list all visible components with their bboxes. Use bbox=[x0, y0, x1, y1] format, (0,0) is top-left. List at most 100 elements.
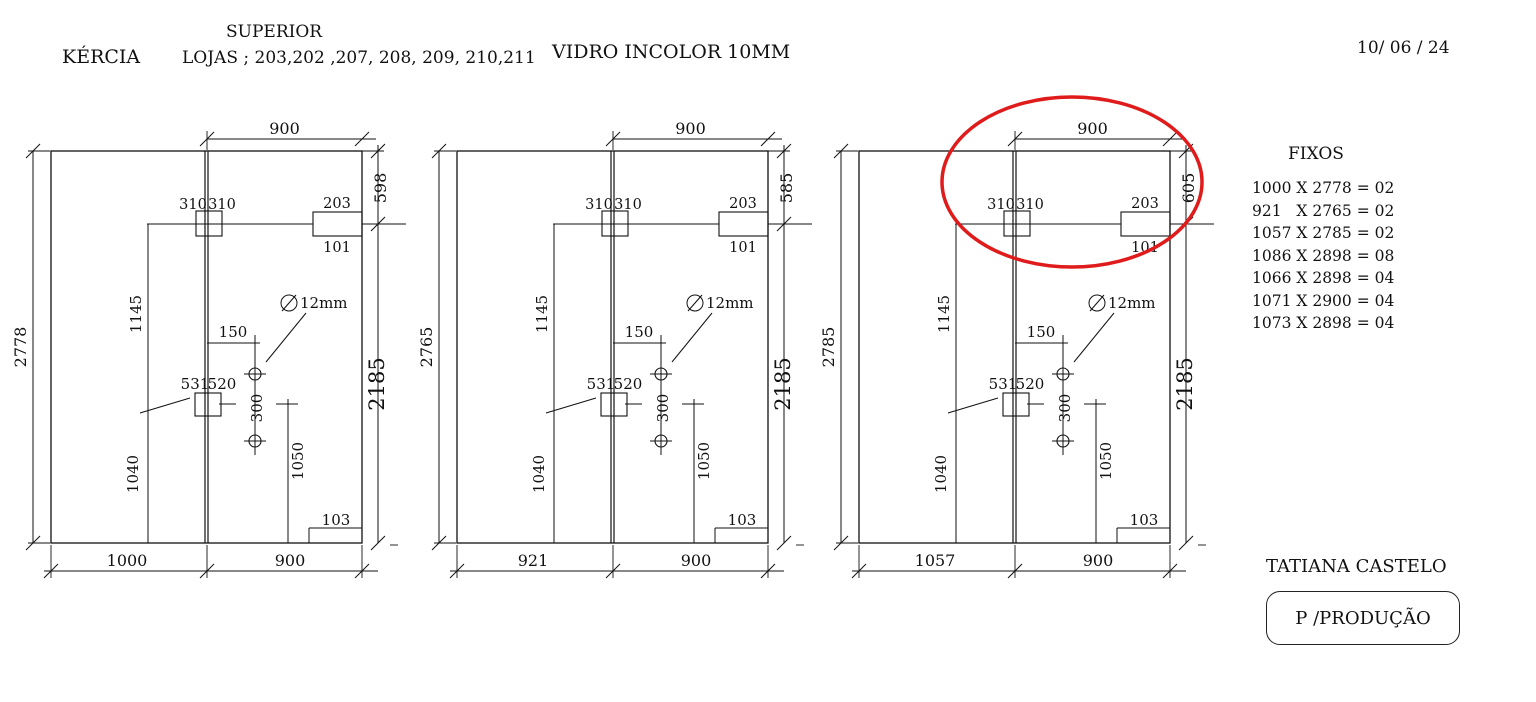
mid-left-label: 531 bbox=[181, 375, 210, 393]
top-width-label: 900 bbox=[675, 119, 706, 138]
top-hinge-block bbox=[601, 210, 629, 237]
fixos-item: 1000 X 2778 = 02 bbox=[1252, 179, 1395, 197]
top-hinge-block bbox=[1003, 210, 1031, 237]
total-height-label: 2765 bbox=[417, 327, 436, 368]
production-stamp: P /PRODUÇÃO bbox=[1266, 591, 1460, 645]
total-height-label: 2785 bbox=[819, 327, 838, 368]
diameter-leader bbox=[671, 312, 713, 363]
dimension-tick bbox=[43, 563, 59, 579]
top-right-label: 598 bbox=[371, 173, 390, 204]
dimension-tick bbox=[1007, 131, 1023, 147]
highlight-circle bbox=[940, 95, 1204, 269]
diameter-slash bbox=[281, 294, 297, 312]
top-right-label: 585 bbox=[777, 173, 796, 204]
top-width-label: 900 bbox=[269, 119, 300, 138]
dimension-tick bbox=[354, 563, 370, 579]
hole-spacing-label: 300 bbox=[654, 394, 672, 423]
dimension-tick bbox=[776, 535, 792, 551]
offset-label: 150 bbox=[625, 323, 654, 341]
dimension-tick bbox=[833, 535, 849, 551]
hinge-top-right-label: 310 bbox=[1016, 197, 1044, 213]
hole-diameter-label: 12mm bbox=[1108, 294, 1156, 312]
right-width-label: 900 bbox=[681, 551, 712, 570]
glass-panel-outline bbox=[456, 150, 769, 544]
dimension-tick bbox=[370, 535, 386, 551]
client-name: KÉRCIA bbox=[62, 46, 141, 68]
fixos-item: 1057 X 2785 = 02 bbox=[1252, 224, 1395, 242]
dimension-tick bbox=[1162, 131, 1178, 147]
lock-top-label: 203 bbox=[1131, 196, 1159, 212]
fixos-item: 1086 X 2898 = 08 bbox=[1252, 246, 1395, 265]
hole-diameter-label: 12mm bbox=[300, 294, 348, 312]
lock-block bbox=[718, 211, 769, 237]
reference-diagonal bbox=[139, 397, 191, 414]
pos-upper-label: 1145 bbox=[533, 295, 551, 333]
offset-label: 150 bbox=[219, 323, 248, 341]
right-width-label: 900 bbox=[1083, 551, 1114, 570]
dimension-tick bbox=[199, 563, 215, 579]
pos-upper-label: 1145 bbox=[127, 295, 145, 333]
lock-block bbox=[1120, 211, 1171, 237]
hole-spacing-label: 300 bbox=[1056, 394, 1074, 423]
dimension-tick bbox=[760, 131, 776, 147]
top-width-label: 900 bbox=[1077, 119, 1108, 138]
signer-name: TATIANA CASTELO bbox=[1266, 556, 1447, 577]
handle-height-label: 1050 bbox=[695, 442, 713, 480]
dimension-tick bbox=[605, 563, 621, 579]
hole-diameter-label: 12mm bbox=[706, 294, 754, 312]
reference-diagonal bbox=[947, 397, 999, 414]
left-width-label: 921 bbox=[518, 551, 549, 570]
pos-lower-label: 1040 bbox=[124, 455, 142, 493]
pos-upper-label: 1145 bbox=[935, 295, 953, 333]
bottom-block-label: 103 bbox=[728, 511, 757, 529]
dimension-tick bbox=[605, 131, 621, 147]
dimension-tick bbox=[776, 143, 792, 159]
dimension-tick bbox=[354, 131, 370, 147]
right-width-label: 900 bbox=[275, 551, 306, 570]
lock-bottom-label: 101 bbox=[323, 240, 351, 256]
dimension-tick bbox=[431, 143, 447, 159]
dimension-tick bbox=[1178, 535, 1194, 551]
mid-right-label: 520 bbox=[208, 375, 237, 393]
left-width-label: 1057 bbox=[915, 551, 956, 570]
dimension-tick bbox=[431, 535, 447, 551]
hinge-top-left-label: 310 bbox=[987, 197, 1015, 213]
diameter-symbol bbox=[280, 294, 298, 312]
pos-lower-label: 1040 bbox=[932, 455, 950, 493]
lock-top-label: 203 bbox=[323, 196, 351, 212]
dimension-tick bbox=[25, 143, 41, 159]
pos-lower-label: 1040 bbox=[530, 455, 548, 493]
offset-label: 150 bbox=[1027, 323, 1056, 341]
dimension-tick bbox=[370, 143, 386, 159]
fixos-title: FIXOS bbox=[1288, 144, 1344, 164]
door-height-label: 2185 bbox=[365, 357, 389, 410]
mid-right-label: 520 bbox=[614, 375, 643, 393]
door-height-label: 2185 bbox=[1173, 357, 1197, 410]
hinge-top-left-label: 310 bbox=[585, 197, 613, 213]
material-label: VIDRO INCOLOR 10MM bbox=[552, 41, 791, 63]
dimension-tick bbox=[1162, 563, 1178, 579]
diameter-leader bbox=[1073, 312, 1115, 363]
stores-label: LOJAS ; 203,202 ,207, 208, 209, 210,211 bbox=[182, 48, 536, 68]
handle-height-label: 1050 bbox=[289, 442, 307, 480]
fixos-list: 1000 X 2778 = 02 921 X 2765 = 02 1057 X … bbox=[1252, 177, 1394, 335]
top-hinge-block bbox=[195, 210, 223, 237]
hinge-top-left-label: 310 bbox=[179, 197, 207, 213]
diameter-symbol bbox=[686, 294, 704, 312]
diameter-slash bbox=[687, 294, 703, 312]
fixos-item: 1066 X 2898 = 04 bbox=[1252, 269, 1395, 287]
glass-panel-outline bbox=[50, 150, 363, 544]
diameter-slash bbox=[1089, 294, 1105, 312]
lock-bottom-label: 101 bbox=[1131, 240, 1159, 256]
dimension-tick bbox=[851, 563, 867, 579]
mid-left-label: 531 bbox=[587, 375, 616, 393]
lock-bottom-label: 101 bbox=[729, 240, 757, 256]
hinge-top-right-label: 310 bbox=[208, 197, 236, 213]
fixos-item: 921 X 2765 = 02 bbox=[1252, 201, 1395, 220]
total-height-label: 2778 bbox=[11, 327, 30, 368]
diameter-symbol bbox=[1088, 294, 1106, 312]
top-right-label: 605 bbox=[1179, 173, 1198, 204]
dimension-tick bbox=[833, 143, 849, 159]
fixos-item: 1073 X 2898 = 04 bbox=[1252, 314, 1395, 332]
